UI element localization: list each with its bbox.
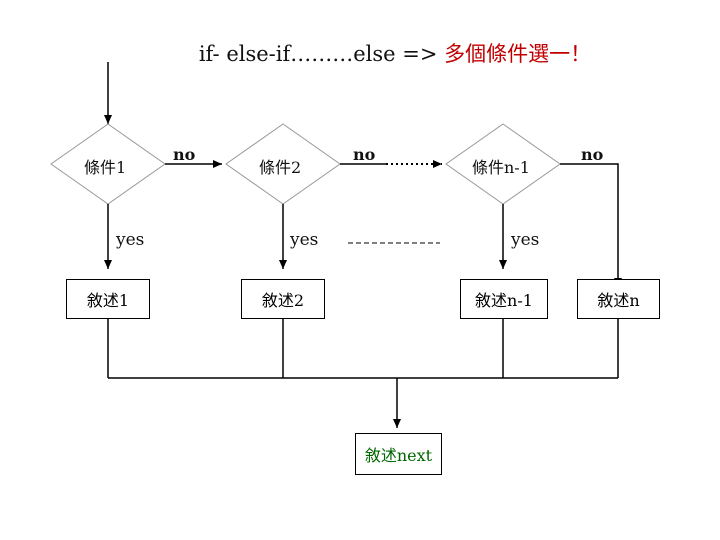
- diagram-title: if- else-if………else => 多個條件選一！: [0, 38, 720, 68]
- title-chinese: 多個條件選一！: [444, 42, 592, 66]
- statement-box-n: 敘述n: [577, 279, 660, 319]
- title-english: if- else-if………else =>: [198, 42, 438, 66]
- condition-label-1: 條件1: [84, 158, 127, 177]
- no-label-1: no: [173, 145, 196, 164]
- yes-label-1: yes: [116, 230, 145, 250]
- no-label-2: no: [353, 145, 376, 164]
- statement-box-n1: 敘述n-1: [460, 279, 548, 319]
- statement-box-next: 敘述next: [355, 433, 442, 475]
- yes-label-n1: yes: [511, 230, 540, 250]
- no-path-n1: [560, 163, 622, 287]
- no-label-n1: no: [581, 145, 604, 164]
- condition-label-2: 條件2: [259, 158, 302, 177]
- statement-box-2: 敘述2: [241, 279, 325, 319]
- statement-box-1: 敘述1: [66, 279, 150, 319]
- condition-label-n1: 條件n-1: [472, 158, 530, 177]
- yes-label-2: yes: [290, 230, 319, 250]
